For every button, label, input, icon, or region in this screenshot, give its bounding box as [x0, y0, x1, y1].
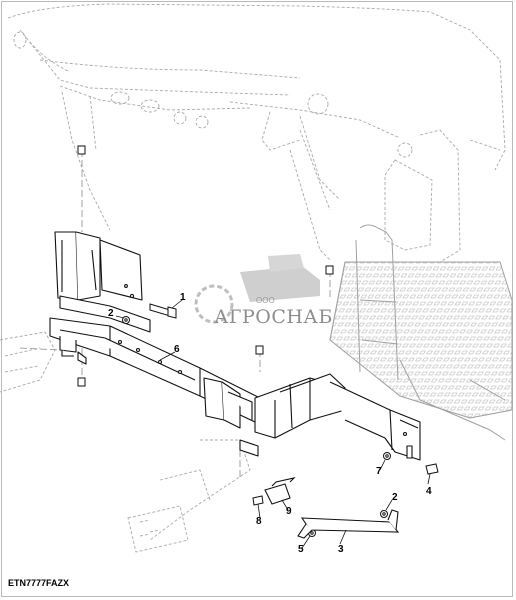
callout-4: 4 — [426, 486, 432, 497]
callout-2: 2 — [108, 308, 114, 319]
callout-7: 7 — [376, 466, 382, 477]
callout-5: 5 — [298, 544, 304, 555]
tractor-body-ghost — [0, 3, 506, 553]
leader-lines — [115, 299, 431, 549]
callout-2b: 2 — [392, 492, 398, 503]
callout-1: 1 — [180, 292, 186, 303]
front-frame-beam — [49, 231, 421, 461]
watermark-company-name: АГРОСНАБ — [214, 306, 333, 328]
watermark-org-text: ООО — [256, 296, 275, 305]
callout-6: 6 — [174, 344, 180, 355]
callout-3: 3 — [338, 544, 344, 555]
callout-9: 9 — [286, 506, 292, 517]
bracket-and-tie-bar — [264, 477, 400, 539]
callout-8: 8 — [256, 516, 262, 527]
drawing-reference-id: ETN7777FAZX — [8, 578, 70, 588]
callout-labels: 1 2 6 7 4 2 8 9 5 3 — [108, 292, 432, 555]
watermark-logo — [194, 254, 320, 324]
fasteners — [77, 145, 439, 537]
platform-step-ghost — [329, 224, 513, 441]
